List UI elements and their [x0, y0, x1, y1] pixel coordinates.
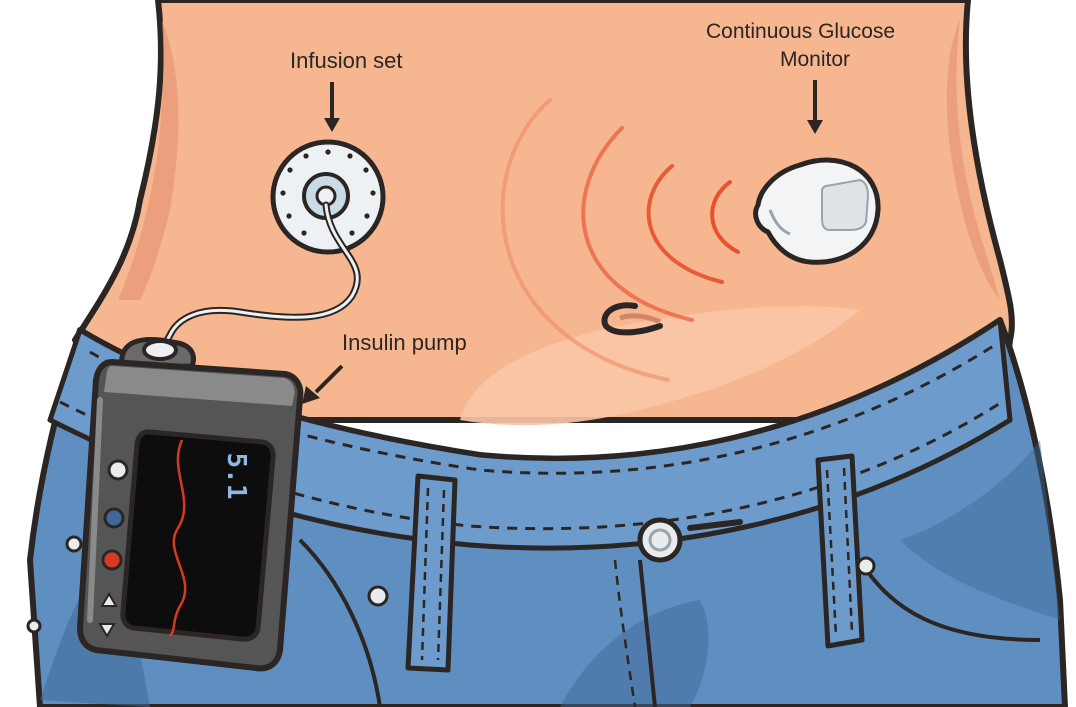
- cgm-sensor-window: [822, 180, 868, 230]
- label-infusion-set: Infusion set: [290, 48, 403, 73]
- rivet-right: [858, 558, 874, 574]
- pump-connector: [144, 341, 176, 359]
- label-insulin-pump: Insulin pump: [342, 330, 467, 355]
- pump-button-top[interactable]: [109, 461, 127, 479]
- rivet-far-left: [67, 537, 81, 551]
- jeans-button: [640, 520, 680, 560]
- rivet-left: [369, 587, 387, 605]
- rivet-pocket: [28, 620, 40, 632]
- insulin-pump: 5.1: [80, 340, 300, 669]
- infusion-set: [273, 142, 383, 252]
- label-cgm-line2: Monitor: [780, 48, 850, 71]
- pump-reading-group: 5.1: [221, 453, 251, 500]
- pump-button-red[interactable]: [103, 551, 121, 569]
- belt-loop-center: [408, 476, 455, 670]
- pump-button-blue[interactable]: [105, 509, 123, 527]
- label-cgm-line1: Continuous Glucose: [706, 20, 895, 43]
- pump-glucose-reading: 5.1: [221, 453, 251, 500]
- belt-loop-right: [818, 456, 862, 646]
